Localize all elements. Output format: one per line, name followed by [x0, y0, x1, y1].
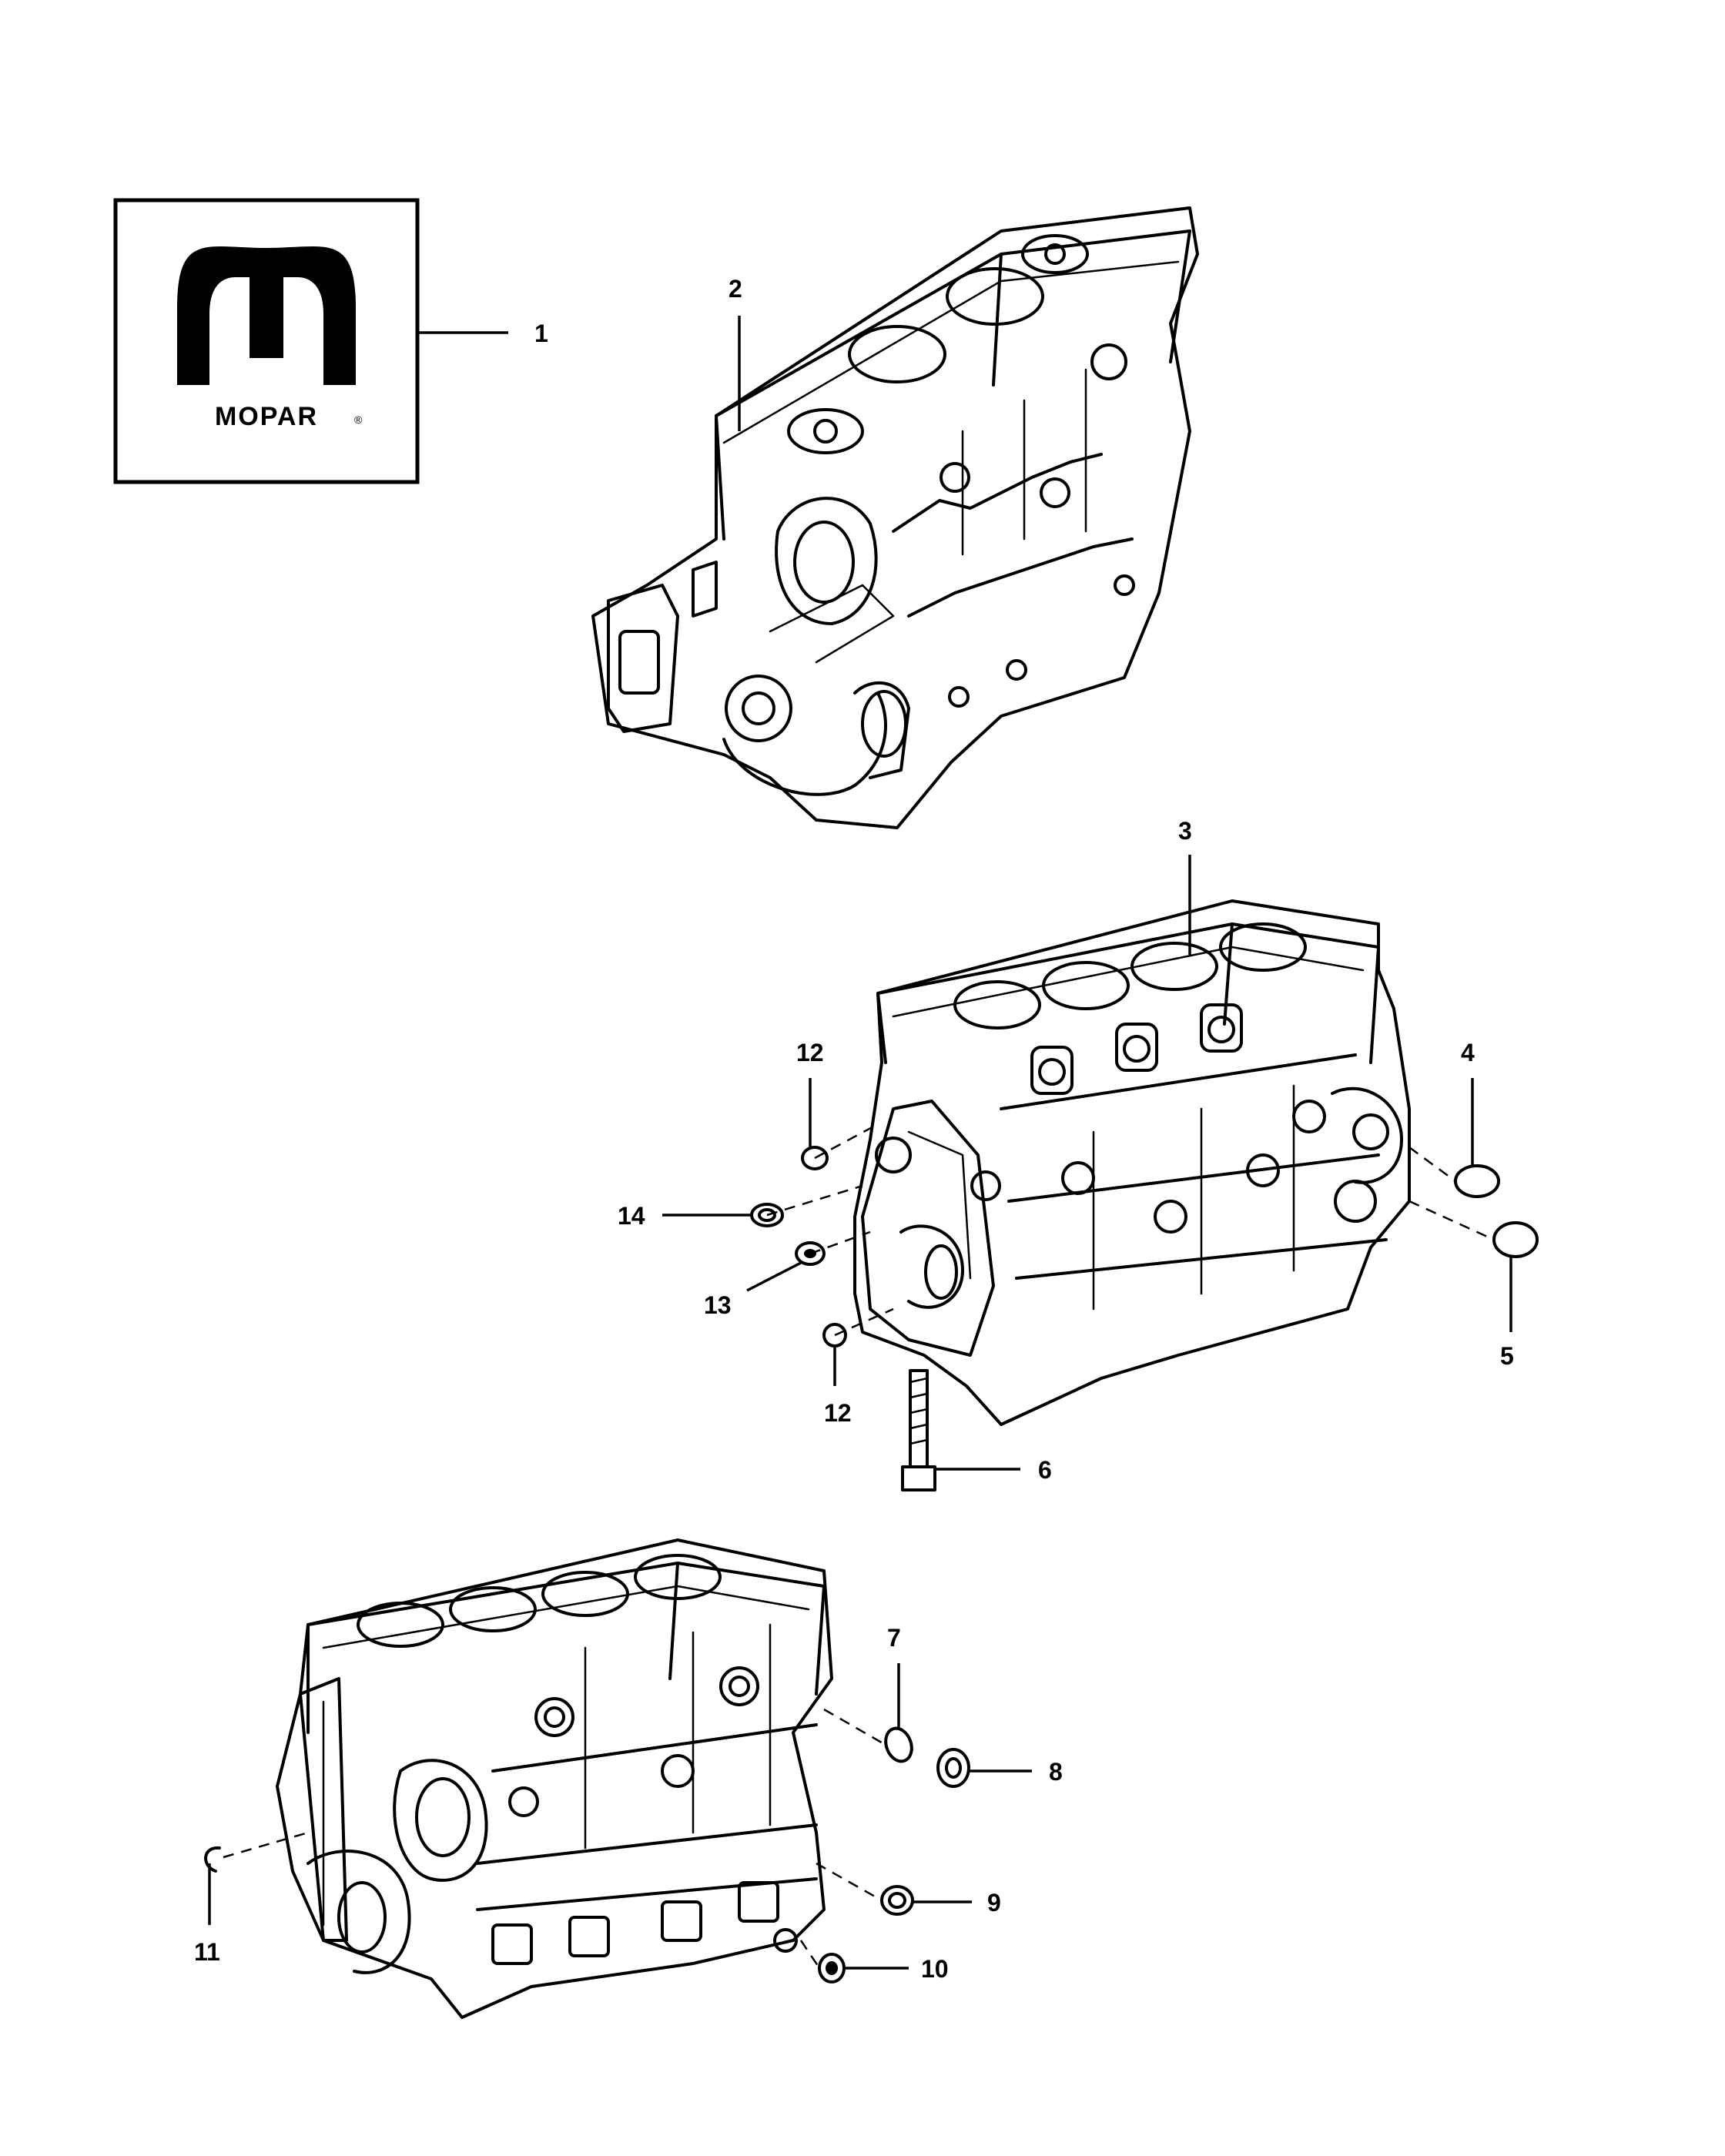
callout-5: 5	[1500, 1342, 1514, 1370]
mopar-wordmark: MOPAR	[215, 402, 318, 431]
part-11-clip	[204, 1846, 221, 1873]
callout-7: 7	[887, 1624, 901, 1652]
mopar-logo-box: MOPAR ®	[113, 198, 420, 484]
callout-14: 14	[618, 1202, 645, 1230]
callout-10: 10	[921, 1955, 949, 1983]
callout-13: 13	[704, 1291, 732, 1319]
callout-2: 2	[729, 275, 742, 303]
callout-6: 6	[1038, 1456, 1052, 1484]
short-block-assembly	[591, 206, 1199, 829]
part-5-expansion-plug	[1492, 1221, 1539, 1258]
registered-mark: ®	[354, 413, 363, 426]
part-7-o-ring	[884, 1726, 913, 1763]
part-8-plug	[936, 1748, 970, 1788]
part-4-expansion-plug	[1454, 1164, 1500, 1198]
part-9-seal	[880, 1885, 914, 1916]
part-14-seal	[750, 1203, 784, 1227]
leader-lines	[208, 316, 1512, 1970]
callout-12-upper: 12	[796, 1039, 824, 1066]
callout-12-lower: 12	[824, 1399, 852, 1427]
callout-8: 8	[1049, 1758, 1063, 1786]
callout-9: 9	[987, 1889, 1001, 1917]
part-6-bolt	[901, 1369, 936, 1491]
engine-block-front	[853, 899, 1411, 1426]
engine-block-rear	[276, 1538, 833, 2019]
callout-3: 3	[1178, 817, 1192, 845]
callout-11: 11	[194, 1938, 220, 1966]
callout-numbers: 1 2 3 4 5 6 7 8 9 10 11 12 12 13 14	[194, 275, 1514, 1983]
callout-1: 1	[534, 320, 548, 347]
mopar-m-emblem	[177, 246, 356, 385]
assembly-dashed-lines	[223, 1123, 1495, 1969]
callout-4: 4	[1461, 1039, 1475, 1066]
part-10-plug	[818, 1953, 846, 1984]
